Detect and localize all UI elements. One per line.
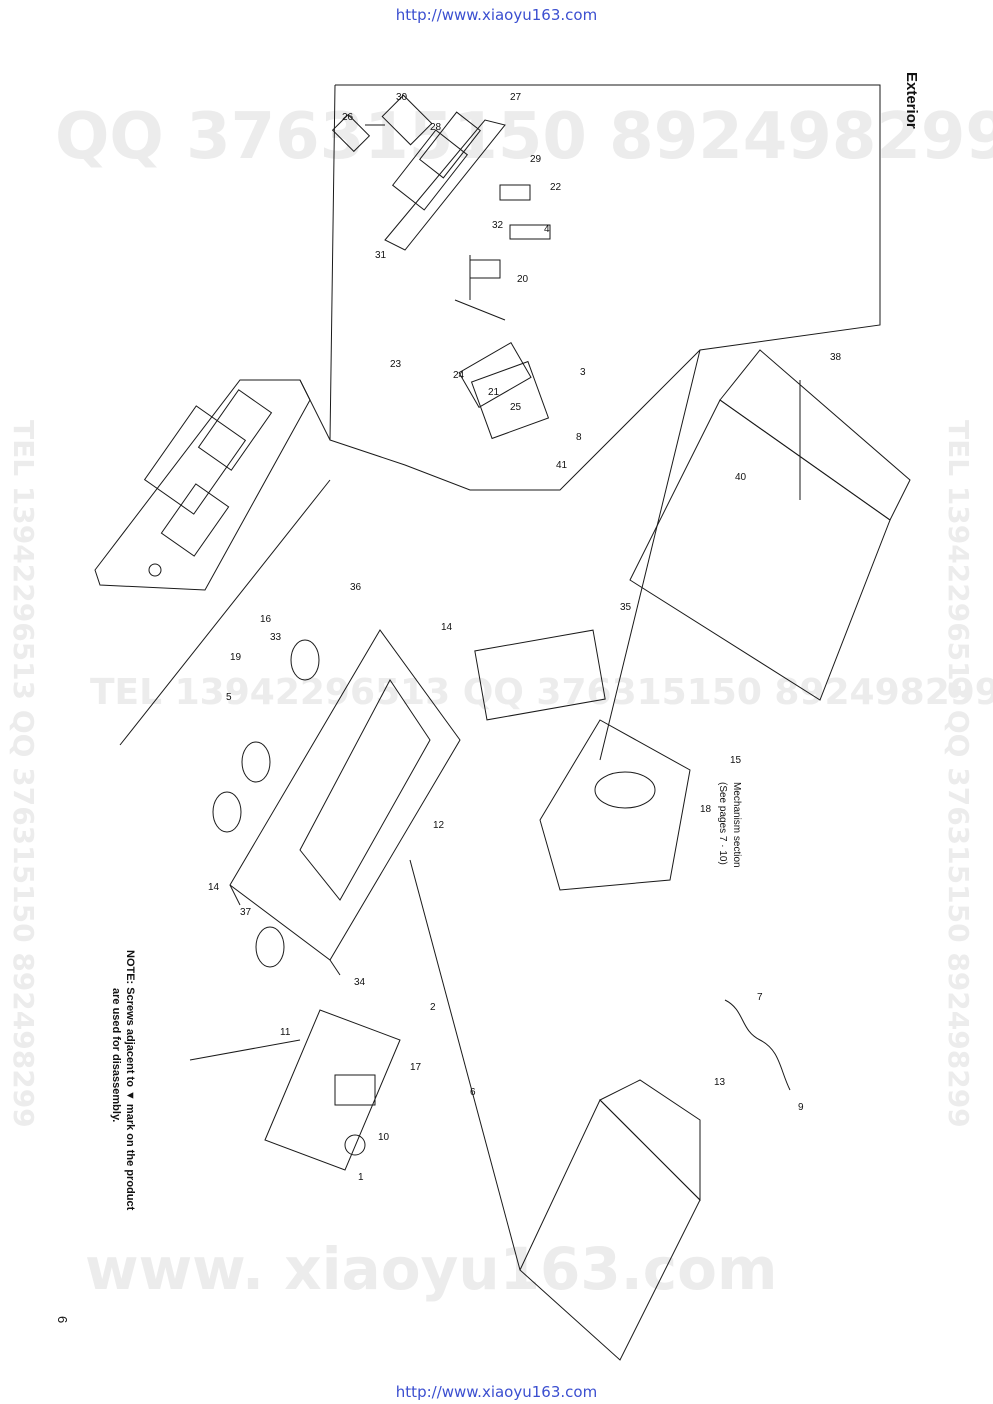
watermark-top: QQ 376315150 892498299 — [55, 100, 993, 174]
callout-15: 15 — [730, 755, 742, 766]
main-front-panel — [94, 379, 311, 591]
chassis — [229, 629, 461, 976]
callout-labels: 1 2 3 4 5 6 7 8 9 10 11 12 13 14 14 15 1… — [208, 92, 842, 1183]
power-board — [264, 1009, 401, 1171]
callout-10: 10 — [378, 1132, 390, 1143]
watermark-middle: TEL 13942296513 QQ 376315150 892498299 — [90, 672, 993, 713]
callout-7: 7 — [757, 992, 763, 1003]
callout-12: 12 — [433, 820, 445, 831]
callout-8: 8 — [576, 432, 582, 443]
callout-13: 13 — [714, 1077, 726, 1088]
callout-33: 33 — [270, 632, 282, 643]
callout-23: 23 — [390, 359, 402, 370]
callout-5: 5 — [226, 692, 232, 703]
callout-18: 18 — [700, 804, 712, 815]
top-cover — [629, 349, 911, 701]
callout-37: 37 — [240, 907, 252, 918]
callout-27: 27 — [510, 92, 522, 103]
power-cord — [724, 999, 791, 1091]
callout-36: 36 — [350, 582, 362, 593]
callout-2: 2 — [430, 1002, 436, 1013]
callout-6: 6 — [470, 1087, 476, 1098]
callout-41: 41 — [556, 460, 568, 471]
callout-38: 38 — [830, 352, 842, 363]
callout-34: 34 — [354, 977, 366, 988]
callout-25: 25 — [510, 402, 522, 413]
callout-19: 19 — [230, 652, 242, 663]
callout-30: 30 — [396, 92, 408, 103]
bottom-cover — [519, 1079, 701, 1361]
callout-21: 21 — [488, 387, 500, 398]
callout-26: 26 — [342, 112, 354, 123]
callout-14b: 14 — [208, 882, 220, 893]
callout-29: 29 — [530, 154, 542, 165]
knobs — [212, 639, 320, 968]
callout-1: 1 — [358, 1172, 364, 1183]
callout-40: 40 — [735, 472, 747, 483]
callout-20: 20 — [517, 274, 529, 285]
callout-14: 14 — [441, 622, 453, 633]
callout-28: 28 — [430, 122, 442, 133]
header-url[interactable]: http://www.xiaoyu163.com — [395, 6, 598, 24]
callout-16: 16 — [260, 614, 272, 625]
callout-35: 35 — [620, 602, 632, 613]
watermark-bottom: www. xiaoyu163.com — [85, 1235, 778, 1303]
callout-22: 22 — [550, 182, 562, 193]
inset-frame — [329, 84, 881, 491]
mechanism-section — [474, 629, 691, 891]
callout-31: 31 — [375, 250, 387, 261]
inset-front-panel — [331, 94, 551, 440]
callout-4: 4 — [544, 224, 550, 235]
callout-3: 3 — [580, 367, 586, 378]
callout-17: 17 — [410, 1062, 422, 1073]
callout-24: 24 — [453, 370, 465, 381]
callout-32: 32 — [492, 220, 504, 231]
callout-11: 11 — [280, 1027, 291, 1038]
callout-9: 9 — [798, 1102, 804, 1113]
footer-url[interactable]: http://www.xiaoyu163.com — [395, 1383, 598, 1401]
